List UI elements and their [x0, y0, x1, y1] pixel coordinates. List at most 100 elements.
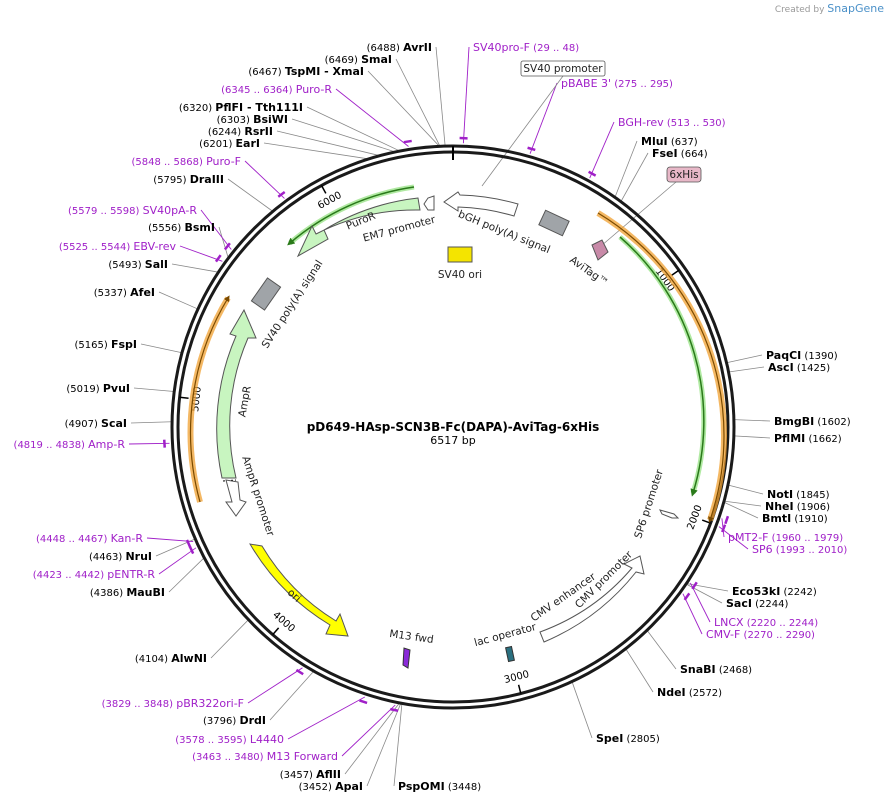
tick-label: 2000	[686, 504, 705, 532]
primer-label: SV40pro-F (29 .. 48)	[473, 41, 579, 54]
primer-mark	[223, 242, 231, 251]
site-position: (6488)	[367, 43, 403, 54]
primer-label: SP6 (1993 .. 2010)	[752, 543, 847, 556]
site-name: Eco53kI	[732, 585, 780, 598]
primer-range: (2270 .. 2290)	[740, 630, 815, 641]
site-position: (2468)	[716, 665, 753, 676]
site-leader	[171, 263, 219, 273]
primer-name: Puro-R	[296, 83, 333, 96]
site-name: NheI	[765, 500, 794, 513]
site-label: SacI (2244)	[726, 597, 788, 610]
site-name: TspMI - XmaI	[285, 65, 364, 78]
site-position: (6320)	[179, 103, 215, 114]
site-name: DraIII	[190, 173, 224, 186]
site-position: (3452)	[299, 782, 335, 793]
site-position: (2244)	[752, 599, 789, 610]
primer-mark	[724, 515, 730, 525]
snapgene-logo: SnapGene	[827, 2, 884, 15]
site-label: (4104) AlwNI	[135, 652, 207, 665]
primer-label: (3578 .. 3595) L4440	[175, 733, 284, 746]
primer-leader	[335, 88, 409, 147]
primer-range: (4448 .. 4467)	[36, 534, 111, 545]
site-leader	[723, 501, 759, 519]
site-leader	[133, 387, 175, 392]
site-label: (6469) SmaI	[325, 53, 392, 66]
primer-range: (2220 .. 2244)	[744, 618, 819, 629]
site-label: (5165) FspI	[75, 338, 137, 351]
site-position: (1662)	[805, 434, 842, 445]
feature-arcs	[187, 184, 727, 669]
site-label: SpeI (2805)	[596, 732, 660, 745]
site-position: (6244)	[208, 127, 244, 138]
site-name: AlwNI	[171, 652, 207, 665]
site-label: (6244) RsrII	[208, 125, 273, 138]
site-label: PspOMI (3448)	[398, 780, 481, 793]
bgh-polya-feature	[443, 191, 519, 217]
site-label: (6320) PflFI - Tth111I	[179, 101, 303, 114]
primer-name: M13 Forward	[267, 750, 338, 763]
site-name: NotI	[767, 488, 793, 501]
primer-leader	[200, 209, 232, 250]
primer-name: L4440	[250, 733, 284, 746]
primer-range: (29 .. 48)	[530, 43, 579, 54]
puror-feature	[296, 197, 421, 258]
primer-mark	[359, 699, 368, 705]
primer-name: Kan-R	[111, 532, 144, 545]
site-name: SalI	[145, 258, 168, 271]
sp6-promoter-feature	[659, 509, 680, 519]
site-leader	[291, 118, 396, 153]
site-leader	[227, 178, 274, 212]
primer-label: (5579 .. 5598) SV40pA-R	[68, 204, 197, 217]
primer-name: pENTR-R	[107, 568, 155, 581]
amp-orange-arc-line	[189, 295, 230, 503]
site-label: (6488) AvrII	[367, 41, 432, 54]
site-label: (6303) BsiWI	[217, 113, 288, 126]
site-position: (3448)	[445, 782, 482, 793]
site-label: (6467) TspMI - XmaI	[248, 65, 364, 78]
ampr-feature	[216, 308, 257, 479]
primer-label: (3463 .. 3480) M13 Forward	[192, 750, 338, 763]
site-name: AscI	[768, 361, 794, 374]
site-name: PspOMI	[398, 780, 445, 793]
primer-name: BGH-rev	[618, 116, 664, 129]
primer-leader	[146, 537, 194, 543]
primer-leader	[718, 526, 749, 550]
site-position: (5019)	[66, 384, 102, 395]
site-leader	[646, 630, 677, 670]
site-label: (4386) MauBI	[90, 586, 165, 599]
site-name: NdeI	[657, 686, 686, 699]
site-name: ScaI	[101, 417, 127, 430]
site-name: SmaI	[361, 53, 392, 66]
primer-label: pMT2-F (1960 .. 1979)	[728, 531, 843, 544]
site-leader	[724, 500, 762, 507]
scn3b-green-arc-line	[619, 236, 705, 497]
site-leader	[625, 648, 654, 693]
site-position: (4386)	[90, 588, 126, 599]
label-leader-lines	[128, 46, 771, 787]
site-leader	[218, 226, 229, 259]
feature-label-sv40-ori: SV40 ori	[438, 269, 482, 281]
site-label: PflMI (1662)	[774, 432, 842, 445]
site-label: BmtI (1910)	[762, 512, 828, 525]
primer-range: (5579 .. 5598)	[68, 206, 143, 217]
puro-green-arc-line	[287, 186, 415, 246]
primer-name: pBR322ori-F	[176, 697, 244, 710]
site-position: (3796)	[203, 716, 239, 727]
feature-label-6xhis: 6xHis	[669, 169, 698, 181]
site-name: PvuI	[103, 382, 130, 395]
site-leader	[366, 702, 402, 787]
site-label: SnaBI (2468)	[680, 663, 752, 676]
site-label: (5556) BsmI	[148, 221, 215, 234]
site-name: BsiWI	[253, 113, 288, 126]
primer-range: (4423 .. 4442)	[33, 570, 108, 581]
site-position: (1845)	[793, 490, 830, 501]
site-leader	[733, 435, 771, 439]
site-name: SnaBI	[680, 663, 716, 676]
site-position: (1602)	[814, 417, 851, 428]
site-leader	[168, 557, 205, 593]
site-label: FseI (664)	[652, 147, 708, 160]
primer-leader	[682, 593, 703, 635]
m13-fwd-feature	[402, 647, 411, 669]
site-label: (5795) DraIII	[153, 173, 224, 186]
tick-label: 4000	[270, 610, 296, 635]
